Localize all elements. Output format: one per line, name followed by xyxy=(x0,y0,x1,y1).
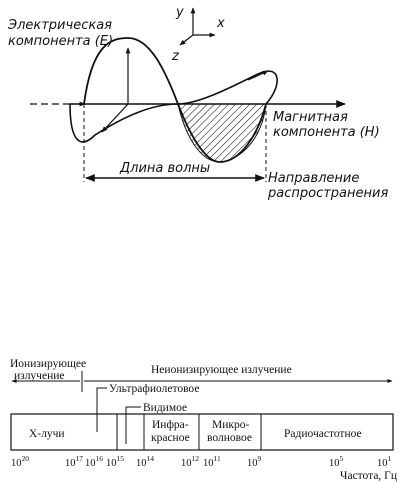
visible-label: Видимое xyxy=(143,402,187,414)
tick-label: 105 xyxy=(329,454,344,469)
band-microwave-label-line2: волновое xyxy=(207,432,252,444)
ultraviolet-label: Ультрафиолетовое xyxy=(109,383,199,395)
direction-label-line1: Направление xyxy=(268,171,359,186)
tick-label: 1015 xyxy=(106,454,124,469)
magnetic-label-line1: Магнитная xyxy=(273,110,348,125)
electric-label-line1: Электрическая xyxy=(7,18,112,33)
band-radio-label: Радиочастотное xyxy=(284,428,362,440)
magnetic-arrow-right xyxy=(247,70,269,81)
electric-label-line2: компонента (E) xyxy=(8,34,113,49)
band-infrared-label-line2: красное xyxy=(151,432,190,444)
y-axis-label: y xyxy=(175,5,184,20)
ultraviolet-leader xyxy=(96,387,107,432)
tick-label: 1017 xyxy=(65,454,83,469)
band-xray-label: Х-лучи xyxy=(29,428,65,440)
band-microwave-label-line1: Микро- xyxy=(212,419,249,431)
direction-label-line2: распространения xyxy=(267,186,388,201)
z-axis-arrow xyxy=(179,34,194,46)
ionizing-label-line1: Ионизирующее xyxy=(10,358,86,370)
x-axis-label: x xyxy=(216,16,225,31)
tick-labels: 1020 1017 1016 1015 1014 1012 1011 109 1… xyxy=(11,454,392,469)
visible-leader xyxy=(125,406,141,444)
frequency-axis-label: Частота, Гц xyxy=(340,470,397,482)
nonionizing-label: Неионизирующее излучение xyxy=(151,364,292,376)
tick-label: 1016 xyxy=(85,454,103,469)
band-infrared-label-line1: Инфра- xyxy=(152,419,189,431)
z-axis-label: z xyxy=(171,49,180,64)
spectrum-diagram: Ионизирующее излучение Неионизирующее из… xyxy=(10,358,397,482)
magnetic-label-line2: компонента (H) xyxy=(273,125,380,140)
ionizing-label-line2: излучение xyxy=(14,370,65,382)
tick-label: 1014 xyxy=(136,454,154,469)
magnetic-wave xyxy=(69,70,278,143)
tick-label: 1020 xyxy=(11,454,29,469)
magnetic-vector xyxy=(101,103,129,133)
tick-label: 1011 xyxy=(203,454,221,469)
wavelength-label: Длина волны xyxy=(119,161,210,176)
tick-label: 109 xyxy=(247,454,262,469)
tick-label: 101 xyxy=(377,454,392,469)
wave-diagram: y x z Электрическая компонента (E) Магни… xyxy=(7,5,388,201)
spectrum-bar xyxy=(10,413,394,451)
tick-label: 1012 xyxy=(181,454,199,469)
axes-indicator xyxy=(179,7,216,46)
